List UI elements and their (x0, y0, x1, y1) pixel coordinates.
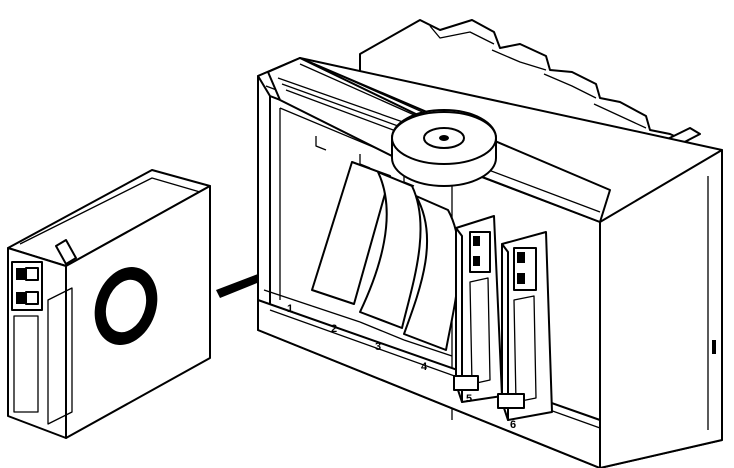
slot-label-2: 2 (331, 323, 337, 335)
write-protect-switch (11, 261, 43, 311)
picker-hub-icon (391, 109, 497, 187)
loaded-cartridge-slot-5 (453, 215, 503, 403)
cartridge-magazine: 1 2 3 4 5 6 (257, 19, 723, 468)
slot-label-1: 1 (287, 303, 293, 315)
picker-arm (267, 57, 497, 187)
slot-label-6: 6 (510, 419, 516, 431)
slot-label-5: 5 (466, 393, 472, 405)
slot-divider (359, 171, 422, 329)
cartridge-hub-icon (94, 267, 158, 345)
tape-cartridge (7, 169, 211, 439)
loaded-cartridge-slot-6 (497, 231, 553, 421)
slot-divider (403, 195, 461, 351)
slot-label-4: 4 (421, 361, 428, 373)
slot-label-3: 3 (375, 341, 381, 353)
